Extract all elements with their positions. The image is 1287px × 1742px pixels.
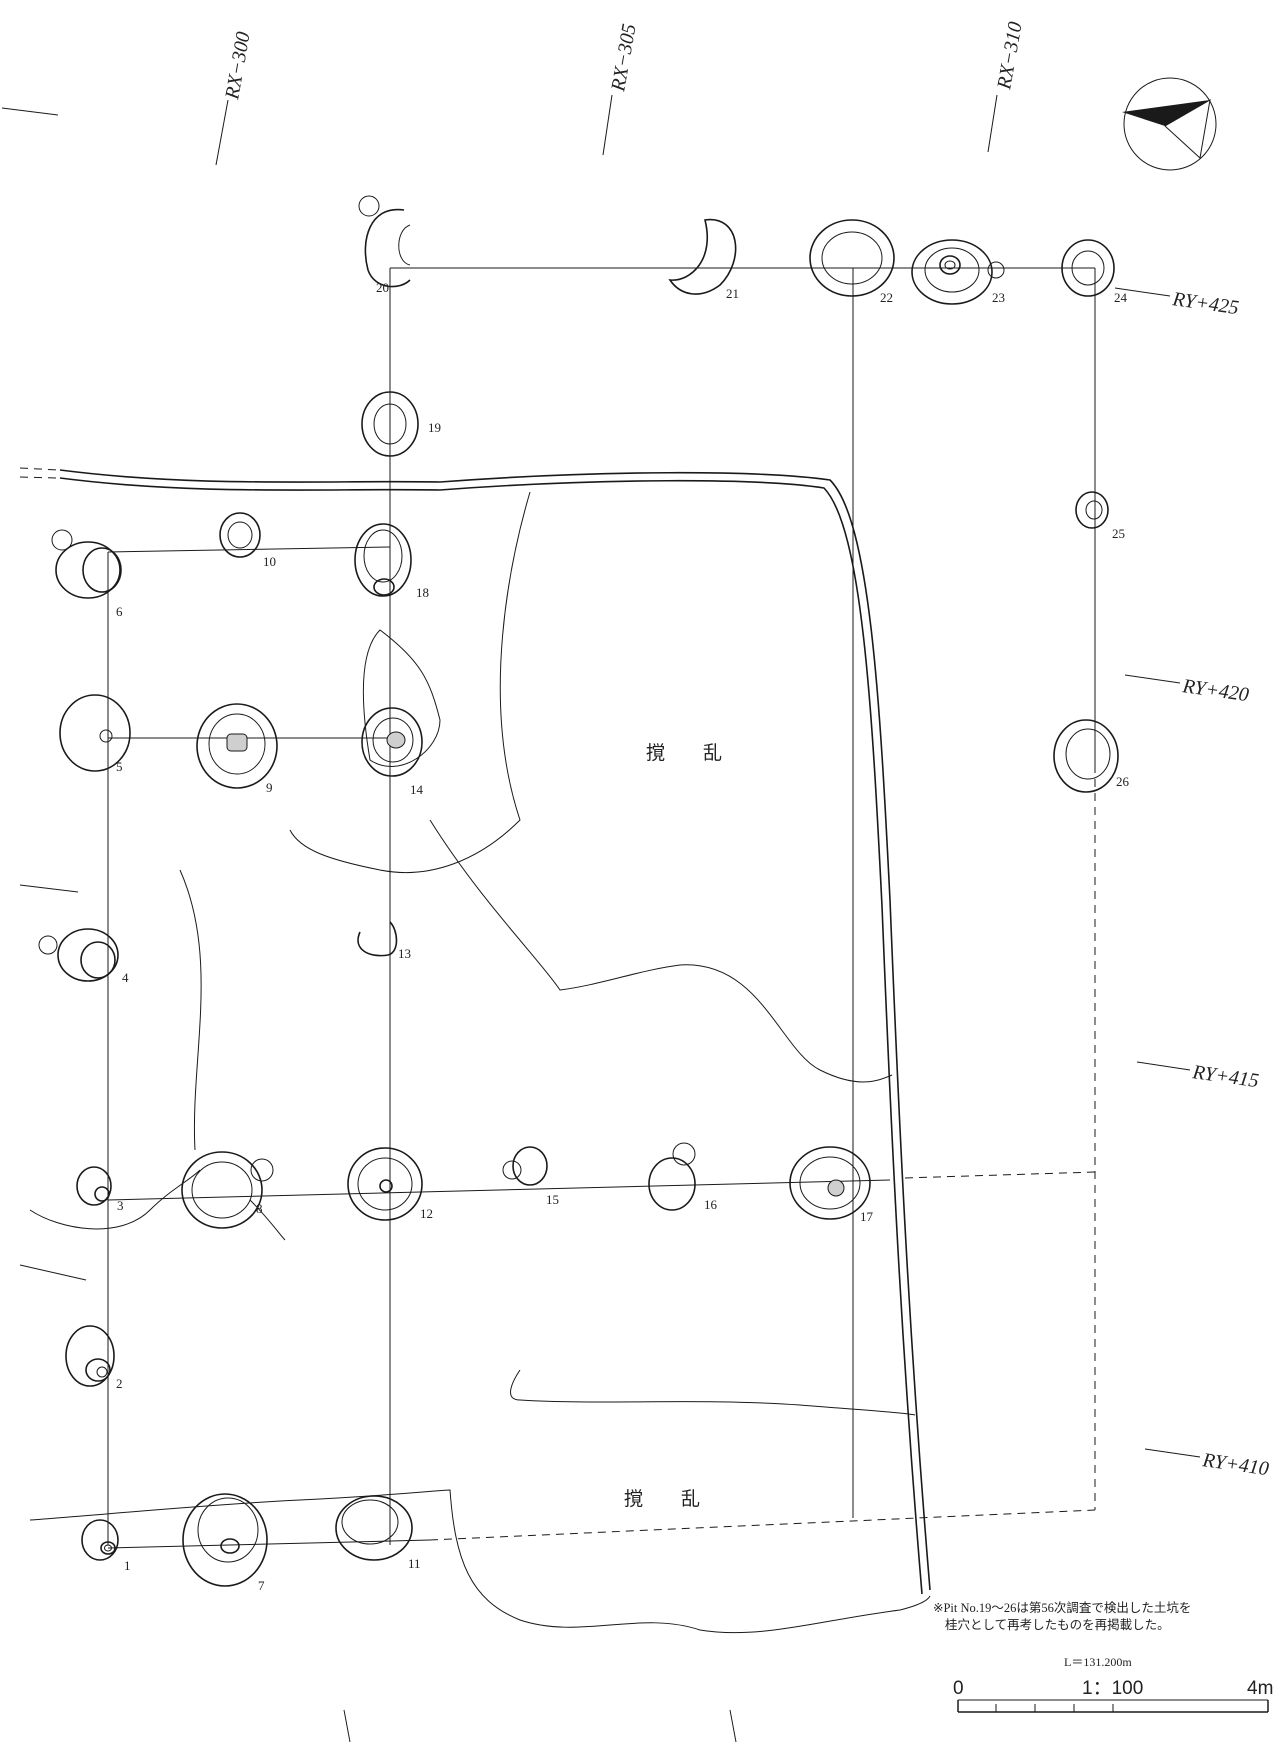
ry415-tick (1136, 1061, 1191, 1071)
ry-edge-tick-top (1, 107, 59, 116)
pit-4: 4 (38, 928, 129, 985)
pit-16-label: 16 (704, 1197, 718, 1212)
disturbance-label-upper: 撹 乱 (646, 742, 722, 764)
pit-18: 18 (354, 523, 429, 600)
pit-26: 26 (1053, 719, 1130, 793)
pit-11: 11 (335, 1495, 421, 1571)
ry410-label: RY+410 (1200, 1449, 1270, 1480)
pit-7-label: 7 (258, 1578, 265, 1593)
pit-6: 6 (51, 529, 123, 619)
map-note: ※Pit No.19〜26は第56次調査で検出した土坑を 桂穴として再考したもの… (933, 1600, 1273, 1634)
pit-23-label: 23 (992, 290, 1005, 305)
pit-15: 15 (502, 1146, 559, 1207)
pit-1: 1 (81, 1519, 131, 1573)
rx305-label: RX−305 (607, 22, 641, 94)
pit-21: 21 (668, 219, 739, 301)
rx-bottom-tick-1 (343, 1709, 351, 1742)
pit-19-label: 19 (428, 420, 441, 435)
pit-17-label: 17 (860, 1209, 874, 1224)
pit-21-label: 21 (726, 286, 739, 301)
pit-3-label: 3 (117, 1198, 124, 1213)
pit-13-label: 13 (398, 946, 411, 961)
pit-10: 10 (219, 512, 276, 569)
rx305-tick (602, 94, 613, 156)
ry425-tick (1114, 287, 1171, 297)
scale-start: 0 (953, 1678, 964, 1699)
pit-20-label: 20 (376, 280, 389, 295)
pit-4-label: 4 (122, 970, 129, 985)
pit-12-label: 12 (420, 1206, 433, 1221)
map-note-line-1: ※Pit No.19〜26は第56次調査で検出した土坑を (933, 1601, 1192, 1615)
pit-22: 22 (809, 219, 895, 305)
north-arrow-icon (1122, 77, 1217, 171)
pit-26-label: 26 (1116, 774, 1130, 789)
map-note-line-2: 桂穴として再考したものを再掲載した。 (945, 1617, 1170, 1632)
pit-24-label: 24 (1114, 290, 1128, 305)
pit-17: 17 (789, 1146, 874, 1224)
ry-edge-tick-low (19, 1264, 87, 1281)
pit-20: 20 (358, 195, 411, 295)
pit-23: 23 (911, 239, 1005, 305)
pit-1-label: 1 (124, 1558, 131, 1573)
pit-8-label: 8 (256, 1201, 263, 1216)
rx300-label: RX−300 (221, 30, 255, 102)
excavation-boundary (19, 467, 931, 1595)
pit-3: 3 (76, 1166, 124, 1213)
ry425-label: RY+425 (1170, 288, 1240, 319)
datum-level: L＝131.200m (1064, 1655, 1132, 1669)
pit-14-label: 14 (410, 782, 424, 797)
scale-ratio: 1：100 (1082, 1678, 1143, 1699)
pit-6-label: 6 (116, 604, 123, 619)
ry-edge-tick-mid (19, 884, 79, 893)
pit-22-label: 22 (880, 290, 893, 305)
pit-9-label: 9 (266, 780, 273, 795)
pit-18-label: 18 (416, 585, 429, 600)
pit-12: 12 (347, 1147, 433, 1221)
pit-14: 14 (361, 707, 424, 797)
pit-11-label: 11 (408, 1556, 421, 1571)
pit-16: 16 (648, 1142, 718, 1212)
pit-24: 24 (1061, 239, 1128, 305)
ry420-tick (1124, 674, 1181, 684)
ry420-label: RY+420 (1180, 675, 1250, 706)
pit-10-label: 10 (263, 554, 276, 569)
rx300-tick (215, 99, 229, 166)
ry415-label: RY+415 (1190, 1061, 1260, 1092)
scale-end: 4m (1247, 1678, 1273, 1699)
rx-bottom-tick-2 (729, 1709, 737, 1742)
pit-13: 13 (357, 921, 411, 961)
post-alignment-lines (107, 267, 1096, 1549)
pit-7: 7 (182, 1493, 268, 1593)
pit-8: 8 (181, 1151, 274, 1229)
rx310-label: RX−310 (993, 20, 1027, 92)
pit-2-label: 2 (116, 1376, 123, 1391)
pit-15-label: 15 (546, 1192, 559, 1207)
disturbance-label-lower: 撹 乱 (624, 1488, 700, 1510)
pit-9: 9 (196, 703, 278, 795)
rx310-tick (987, 94, 998, 153)
disturbance-outlines (29, 491, 931, 1634)
scale-bar: 0 1：100 4m (953, 1678, 1273, 1713)
pit-25: 25 (1075, 491, 1125, 541)
pit-2: 2 (65, 1325, 123, 1391)
ry410-tick (1144, 1448, 1201, 1458)
pit-5-label: 5 (116, 759, 123, 774)
pit-25-label: 25 (1112, 526, 1125, 541)
pit-19: 19 (361, 391, 441, 457)
pit-5: 5 (59, 694, 131, 774)
